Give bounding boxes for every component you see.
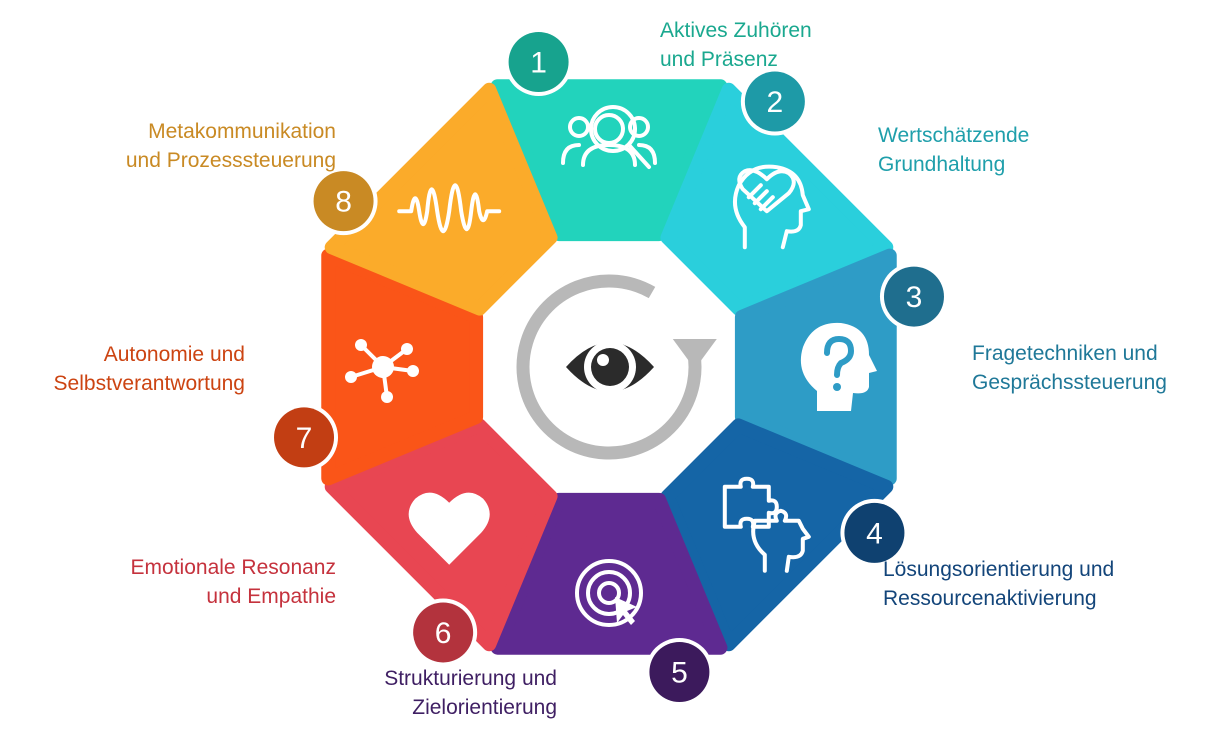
badge-5-number: 5 — [671, 656, 688, 689]
segments-layer — [321, 79, 897, 655]
badge-8: 8 — [309, 167, 378, 236]
badges-layer: 1 2 3 4 5 6 7 8 — [270, 28, 948, 706]
label-6-line2: und Empathie — [206, 585, 336, 608]
badge-3: 3 — [879, 262, 948, 331]
heart-icon — [408, 492, 490, 565]
badge-4: 4 — [840, 498, 909, 567]
label-8-line1: Metakommunikation — [148, 120, 336, 143]
badge-8-number: 8 — [335, 186, 352, 219]
label-1-line1: Aktives Zuhören — [660, 19, 812, 42]
label-3-line1: Fragetechniken und — [972, 342, 1158, 365]
badge-4-number: 4 — [866, 517, 883, 550]
center-eye-cycle — [516, 274, 717, 460]
label-1-line2: und Präsenz — [660, 48, 778, 71]
badge-6: 6 — [409, 598, 478, 667]
label-8-line2: und Prozesssteuerung — [125, 149, 336, 172]
label-2-line1: Wertschätzende — [878, 124, 1030, 147]
label-7-line2: Selbstverantwortung — [53, 372, 245, 395]
cycle-arrow-ring — [516, 274, 702, 460]
label-3-line2: Gesprächssteuerung — [972, 371, 1167, 394]
label-5-line2: Zielorientierung — [412, 696, 557, 719]
badge-5: 5 — [645, 637, 714, 706]
waveform-icon — [397, 183, 502, 234]
badge-2-number: 2 — [767, 86, 784, 119]
badge-6-number: 6 — [435, 617, 452, 650]
user-search-icon — [561, 105, 657, 169]
badge-7-number: 7 — [296, 422, 313, 455]
label-7-line1: Autonomie und — [103, 343, 245, 366]
label-5: Strukturierung und Zielorientierung — [384, 664, 557, 722]
segment-7 — [321, 248, 484, 486]
badge-2: 2 — [740, 67, 809, 136]
badge-1-number: 1 — [530, 47, 547, 80]
head-puzzle-icon — [722, 476, 811, 573]
label-5-line1: Strukturierung und — [384, 667, 557, 690]
label-1: Aktives Zuhören und Präsenz — [660, 16, 812, 74]
target-cursor-icon — [575, 559, 643, 627]
head-question-icon — [800, 322, 877, 411]
label-4-line1: Lösungsorientierung und — [883, 558, 1115, 581]
label-6: Emotionale Resonanz und Empathie — [131, 553, 336, 611]
badge-7: 7 — [270, 403, 339, 472]
label-6-line1: Emotionale Resonanz — [130, 556, 336, 579]
label-7: Autonomie und Selbstverantwortung — [54, 340, 245, 398]
badge-1: 1 — [504, 28, 573, 97]
label-4-line2: Ressourcenaktivierung — [883, 587, 1097, 610]
label-4: Lösungsorientierung und Ressourcenaktivi… — [883, 555, 1114, 613]
cycle-arrow-head — [672, 339, 717, 370]
segment-1 — [490, 79, 728, 242]
label-8: Metakommunikation und Prozesssteuerung — [126, 117, 336, 175]
segment-8 — [324, 82, 558, 316]
segment-4 — [660, 418, 894, 652]
label-2: Wertschätzende Grundhaltung — [878, 121, 1029, 179]
badge-3-number: 3 — [906, 281, 923, 314]
eye-icon — [566, 341, 654, 393]
label-3: Fragetechniken und Gesprächssteuerung — [972, 339, 1167, 397]
label-2-line2: Grundhaltung — [878, 153, 1006, 176]
segment-2 — [660, 82, 894, 316]
network-icon — [345, 339, 419, 403]
head-heart-icon — [732, 164, 811, 250]
